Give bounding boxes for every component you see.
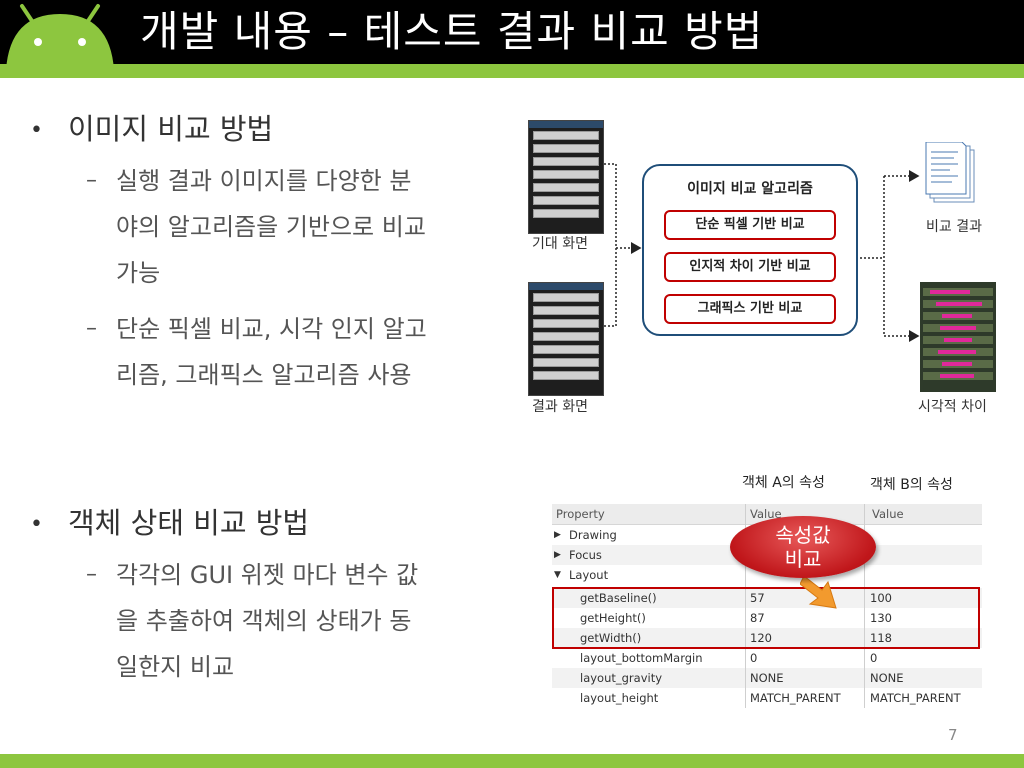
footer-accent-bar <box>0 754 1024 768</box>
bullet-icon: • <box>30 512 43 537</box>
bullet-icon: • <box>30 118 43 143</box>
header-accent-stripe <box>0 64 1024 78</box>
column-divider <box>745 504 746 708</box>
result-screen-image <box>528 282 604 396</box>
table-row: getBaseline() 57 100 <box>552 588 982 608</box>
page-number: 7 <box>948 726 958 744</box>
expand-icon: ▶ <box>554 530 561 540</box>
expected-screen-image <box>528 120 604 234</box>
object-a-attr-label: 객체 A의 속성 <box>742 475 825 491</box>
collapse-icon: ▼ <box>554 570 561 580</box>
image-point-2: 단순 픽셀 비교, 시각 인지 알고 리즘, 그래픽스 알고리즘 사용 <box>116 315 427 389</box>
section-object-title: 객체 상태 비교 방법 <box>68 506 310 540</box>
table-row: getHeight() 87 130 <box>580 611 892 625</box>
highlight-rectangle <box>552 587 980 649</box>
table-row: layout_height MATCH_PARENT MATCH_PARENT <box>580 691 961 705</box>
orange-arrow-icon <box>800 575 837 609</box>
property-table: Property Value Value ▶ Drawing ▶ Focus ▼… <box>552 504 982 712</box>
algo-item-pixel: 단순 픽셀 기반 비교 <box>664 210 836 240</box>
slide-title: 개발 내용 – 테스트 결과 비교 방법 <box>140 7 764 56</box>
visual-diff-label: 시각적 차이 <box>918 399 987 415</box>
algo-item-graphics: 그래픽스 기반 비교 <box>664 294 836 324</box>
table-row: layout_gravity NONE NONE <box>552 668 982 688</box>
visual-difference-image <box>920 282 996 392</box>
dash-icon: – <box>86 316 97 341</box>
image-compare-algorithm-box: 이미지 비교 알고리즘 단순 픽셀 기반 비교 인지적 차이 기반 비교 그래픽… <box>642 164 858 336</box>
document-icon <box>925 142 975 203</box>
expected-screen-label: 기대 화면 <box>532 236 588 252</box>
image-point-1: 실행 결과 이미지를 다양한 분 야의 알고리즘을 기반으로 비교 가능 <box>116 167 426 287</box>
object-point-1: 각각의 GUI 위젯 마다 변수 값 을 추출하여 객체의 상태가 동 일한지 … <box>116 561 419 681</box>
algo-box-title: 이미지 비교 알고리즘 <box>687 181 813 197</box>
table-row[interactable]: ▼ Layout <box>552 565 982 585</box>
result-screen-label: 결과 화면 <box>532 399 588 415</box>
slide-header <box>0 0 1024 64</box>
compare-result-label: 비교 결과 <box>926 219 982 235</box>
section-image-title: 이미지 비교 방법 <box>68 112 274 146</box>
dash-icon: – <box>86 562 97 587</box>
algo-item-perceptual: 인지적 차이 기반 비교 <box>664 252 836 282</box>
android-logo-icon <box>6 4 114 70</box>
object-b-attr-label: 객체 B의 속성 <box>870 477 953 493</box>
column-divider <box>864 504 865 708</box>
property-compare-callout: 속성값 비교 <box>730 516 876 578</box>
table-row: layout_bottomMargin 0 0 <box>580 651 878 665</box>
expand-icon: ▶ <box>554 550 561 560</box>
table-row[interactable]: ▶ Drawing <box>552 525 982 545</box>
table-row: getWidth() 120 118 <box>552 628 982 648</box>
dash-icon: – <box>86 168 97 193</box>
